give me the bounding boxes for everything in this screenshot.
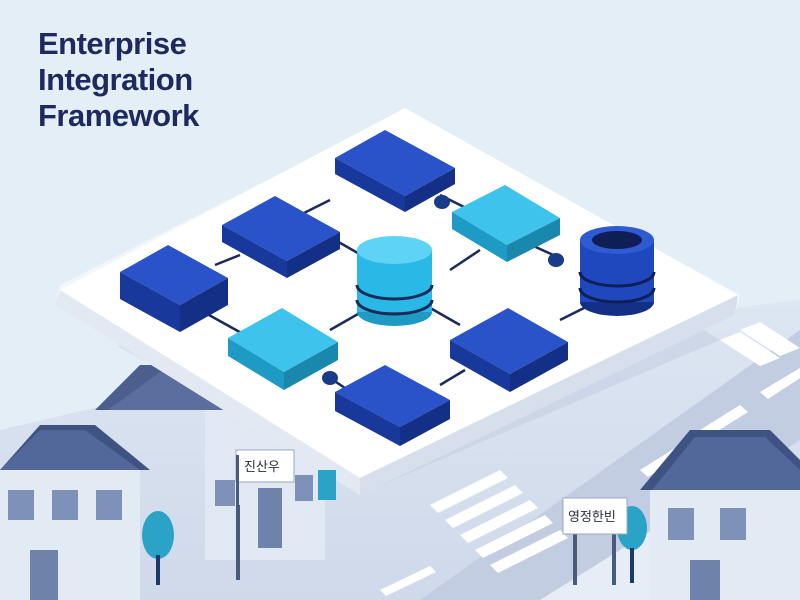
block-left: [120, 245, 228, 332]
street-sign-right: 영정한빈: [562, 497, 628, 585]
street-sign-right-text: 영정한빈: [568, 510, 616, 525]
road-markings: [380, 368, 800, 596]
block-upper-left: [222, 196, 340, 278]
block-bottom: [335, 365, 450, 446]
page-title: Enterprise Integration Framework: [38, 26, 199, 134]
title-line: Integration: [38, 62, 193, 97]
street-sign-left-text: 진산우: [244, 460, 280, 475]
platform-pillar: [318, 470, 336, 500]
block-right: [450, 308, 568, 392]
database-cylinder-icon: [578, 226, 656, 316]
title-line: Enterprise: [38, 26, 187, 61]
street-sign-left: 진산우: [235, 449, 295, 580]
tree: [142, 511, 174, 585]
block-light-lower: [228, 308, 338, 390]
block-top: [335, 130, 455, 212]
dot-node-icon: [322, 195, 564, 385]
title-line: Framework: [38, 98, 199, 133]
house-left: [0, 425, 150, 600]
house-right: [640, 430, 800, 600]
block-light-upper: [452, 185, 560, 262]
database-cylinder-icon: [355, 236, 434, 326]
